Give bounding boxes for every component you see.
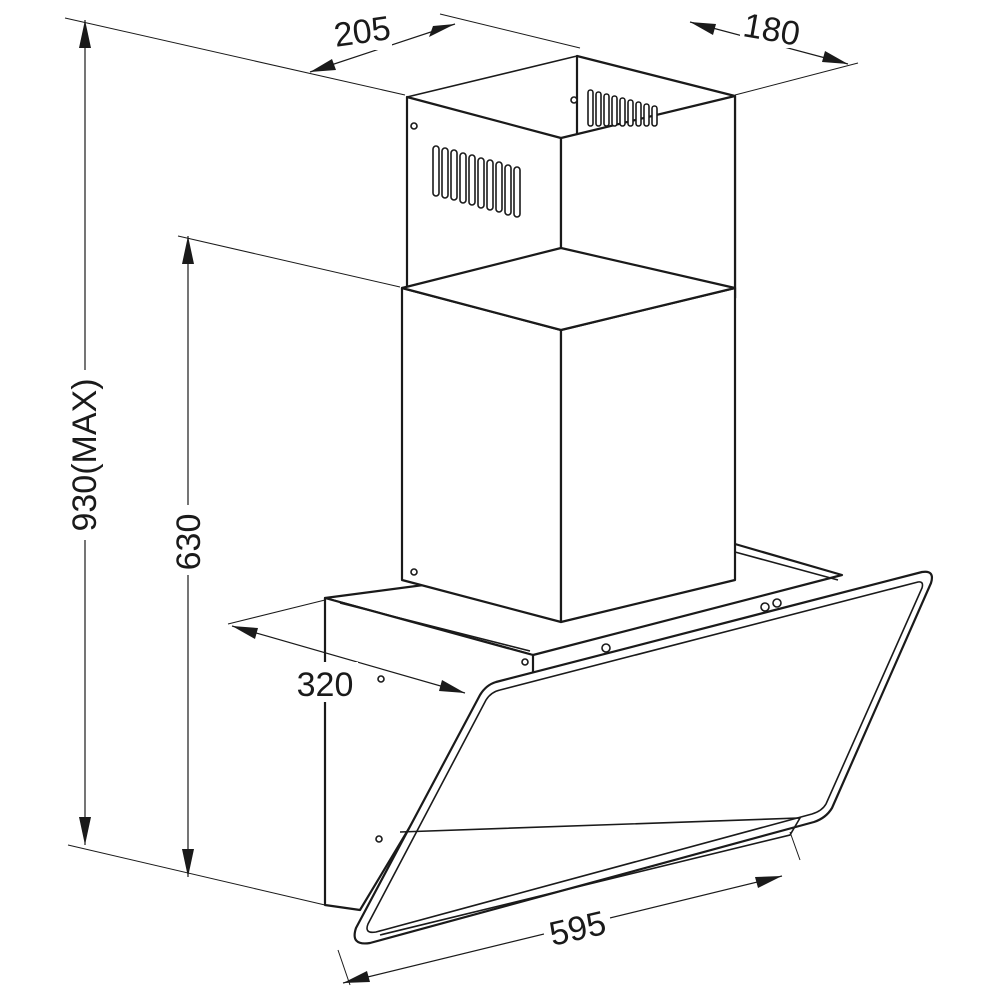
- chimney-lower-top: [400, 246, 737, 332]
- arrow-head: [232, 626, 258, 639]
- vent-slot: [513, 166, 521, 218]
- dim-line-hood-depth: [231, 625, 466, 694]
- arrow-head: [439, 680, 465, 693]
- label-bg: [165, 505, 211, 575]
- vent-slot: [495, 161, 503, 213]
- label-bg: [740, 8, 804, 48]
- arrow-head: [822, 51, 848, 64]
- dim-label-total-height: 930(MAX): [66, 378, 104, 531]
- chimney-lower-left-face: [400, 286, 563, 624]
- vent-slot: [450, 149, 458, 201]
- ext-bottom-left: [67, 844, 326, 906]
- vent-slots-left: [432, 145, 521, 218]
- arrow-head: [429, 24, 455, 37]
- chimney-lower-right-face: [559, 286, 737, 624]
- ext-630-top: [177, 235, 401, 288]
- extension-lines: [64, 13, 859, 986]
- vent-slot: [459, 152, 467, 204]
- arrow-head: [755, 876, 782, 888]
- screw-hole: [375, 835, 383, 843]
- glass-panel-inner: [366, 581, 924, 934]
- vent-slot: [477, 157, 485, 209]
- chimney-lower: [400, 246, 737, 624]
- ext-top-left: [64, 17, 406, 96]
- hood-top-rim: [339, 602, 531, 652]
- vent-slot: [611, 95, 618, 127]
- dim-label-hood-depth: 320: [297, 666, 354, 704]
- label-bg: [332, 10, 392, 50]
- arrow-head: [182, 849, 194, 877]
- ext-320-left: [227, 599, 326, 625]
- glass-front-panel: [353, 570, 934, 945]
- screw-hole: [521, 658, 529, 666]
- chimney-upper-top-edge: [406, 55, 578, 98]
- vent-slot: [603, 93, 610, 127]
- ext-595-left: [337, 949, 351, 986]
- dimension-labels: 205 180 930(MAX) 630 320 595: [60, 6, 804, 955]
- glass-bottom-trim: [379, 817, 802, 936]
- ext-top-right: [734, 62, 859, 96]
- screw-hole: [410, 122, 418, 130]
- vent-slot: [635, 101, 642, 127]
- vent-slots-back: [587, 89, 658, 127]
- vent-slot: [468, 154, 476, 206]
- vent-slot: [619, 97, 626, 127]
- screw-hole: [377, 675, 385, 683]
- label-bg: [539, 897, 615, 955]
- arrow-head: [343, 971, 370, 983]
- arrow-head: [79, 817, 91, 845]
- arrow-head: [690, 22, 716, 35]
- vent-slot: [441, 147, 449, 199]
- arrow-head: [182, 236, 194, 264]
- vent-slot: [587, 89, 594, 127]
- bracket-hole: [772, 598, 782, 608]
- ext-595-right: [789, 831, 801, 861]
- screw-hole: [570, 96, 578, 104]
- bracket-hole: [601, 643, 611, 653]
- vent-slot: [643, 103, 650, 127]
- vent-slot: [595, 91, 602, 127]
- label-bg: [60, 370, 106, 540]
- ext-top-mid: [439, 13, 581, 49]
- arrow-head: [310, 59, 336, 72]
- bracket-hole: [760, 602, 770, 612]
- glass-panel-outer: [353, 570, 934, 945]
- dim-label-chimney-depth: 205: [332, 9, 393, 55]
- vent-slot: [486, 159, 494, 211]
- arrow-head: [79, 20, 91, 48]
- label-bg: [292, 662, 358, 702]
- vent-slot: [504, 164, 512, 216]
- vent-slot: [627, 99, 634, 127]
- vent-slot: [432, 145, 440, 197]
- hood-top-rim: [734, 551, 839, 581]
- screw-hole: [410, 568, 418, 576]
- dim-label-hood-height: 630: [170, 514, 208, 571]
- vent-slot: [651, 105, 658, 127]
